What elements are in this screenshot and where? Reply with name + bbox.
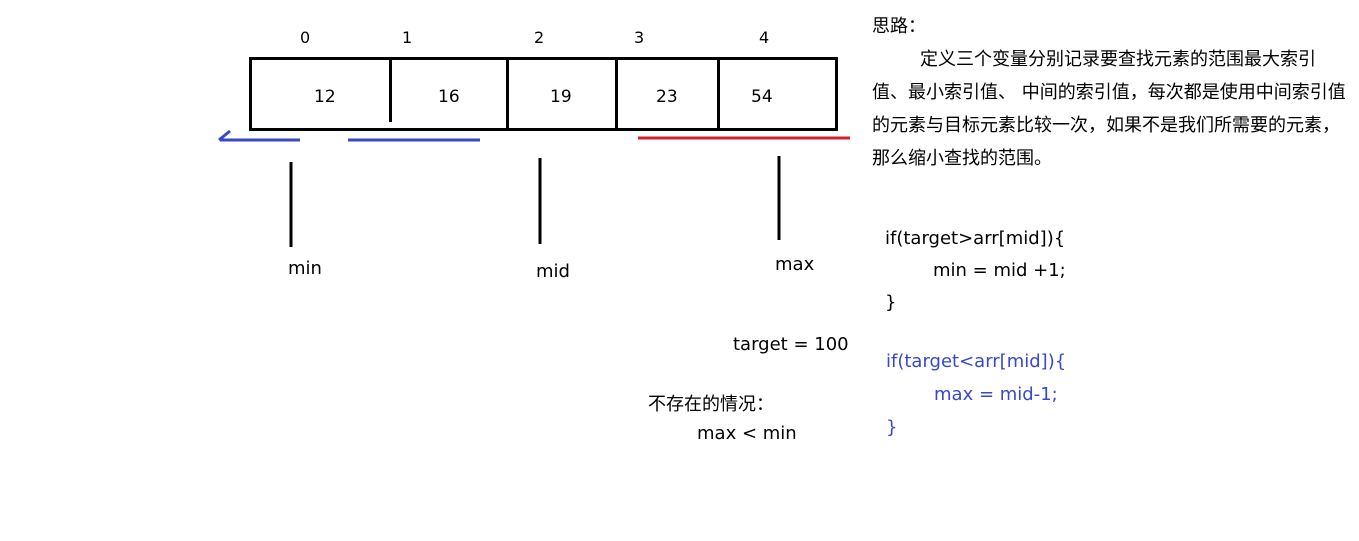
cell-value-2: 19 [550,87,572,107]
code-greater-line1: if(target>arr[mid]){ [885,228,1066,249]
cell-value-3: 23 [656,87,678,107]
explanation-body: 定义三个变量分别记录要查找元素的范围最大索引值、最小索引值、 中间的索引值，每次… [872,49,1346,169]
cell-divider [717,57,720,128]
explanation-title: 思路： [872,16,926,37]
explanation: 思路： 定义三个变量分别记录要查找元素的范围最大索引值、最小索引值、 中间的索引… [872,10,1347,175]
index-label-4: 4 [759,28,770,47]
cell-value-1: 16 [438,87,460,107]
code-greater-line2: min = mid +1; [933,260,1066,281]
cell-divider [506,57,509,128]
array-box [249,57,838,131]
not-exist-title: 不存在的情况： [648,394,774,415]
index-label-3: 3 [634,28,645,47]
code-less-line1: if(target<arr[mid]){ [886,351,1067,372]
target-text: target = 100 [733,334,849,355]
cell-value-4: 54 [751,87,773,107]
mid-label: mid [536,261,570,282]
min-label: min [288,258,322,279]
left-arrow [218,129,480,142]
index-label-2: 2 [534,28,545,47]
cell-divider [389,60,392,122]
not-exist-condition: max < min [697,423,797,444]
cell-value-0: 12 [314,87,336,107]
cell-divider [615,57,618,131]
explanation-body-wrap: 定义三个变量分别记录要查找元素的范围最大索引值、最小索引值、 中间的索引值，每次… [872,43,1347,175]
code-less-line2: max = mid-1; [934,384,1058,405]
code-less-line3: } [886,417,898,438]
index-label-1: 1 [402,28,413,47]
code-greater-line3: } [885,292,897,313]
max-label: max [775,254,815,275]
index-label-0: 0 [300,28,311,47]
